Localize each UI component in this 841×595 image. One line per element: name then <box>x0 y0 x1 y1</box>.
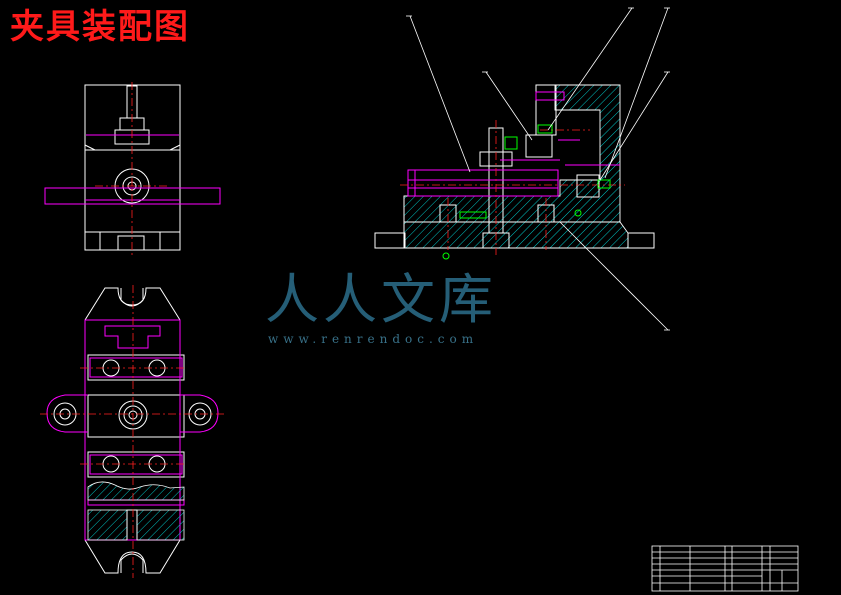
watermark-text: 人人文库 <box>265 268 497 331</box>
front-view-centerlines <box>95 82 170 255</box>
watermark-url: www.renrendoc.com <box>268 332 479 346</box>
drawing-title: 夹具装配图 <box>10 7 190 47</box>
section-view-hatched <box>403 84 629 249</box>
section-view-centerlines <box>400 120 625 255</box>
top-view-magenta <box>46 319 219 541</box>
title-block <box>651 545 799 592</box>
section-view-magenta <box>407 91 620 197</box>
front-view-magenta <box>44 134 221 205</box>
leader-lines <box>409 7 669 331</box>
top-view-hatched <box>87 481 185 541</box>
front-view <box>84 84 181 251</box>
section-view-green-marks <box>442 124 611 260</box>
leader-line-ticks <box>406 7 670 331</box>
top-view-centerlines <box>40 285 225 578</box>
